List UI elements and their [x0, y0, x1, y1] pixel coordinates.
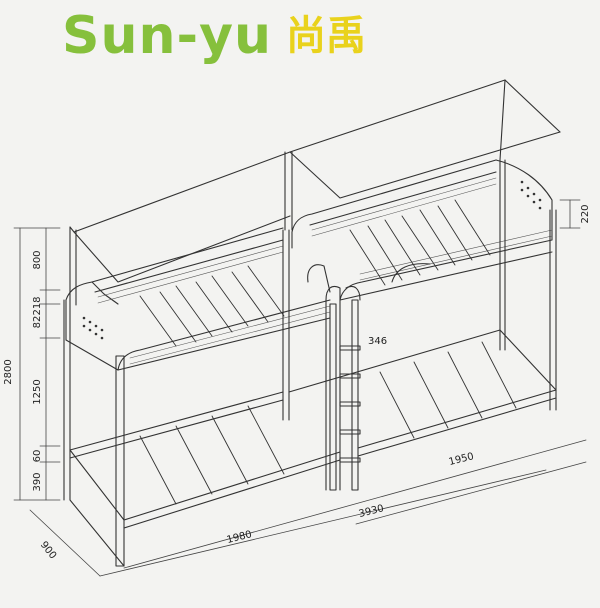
- dim-width: 900: [38, 540, 58, 562]
- dimension-lines: [13, 199, 587, 577]
- dim-mid-height: 1250: [32, 379, 43, 404]
- dim-total-height: 2800: [3, 359, 14, 384]
- dim-gap-small: 82: [32, 316, 43, 329]
- brand-chinese-name: 尚禹: [286, 13, 366, 59]
- brand-logo: Sun-yu 尚禹: [62, 4, 366, 68]
- canopy-frame: [69, 79, 561, 306]
- dim-length-left: 1980: [226, 529, 253, 546]
- dim-length-right: 1950: [448, 451, 475, 468]
- dim-lower-rail: 60: [32, 450, 43, 463]
- dim-base-height: 390: [32, 472, 43, 491]
- dim-top-rail-right: 220: [580, 204, 591, 223]
- posts: [63, 159, 557, 567]
- dim-gap-small-2: 218: [32, 296, 43, 315]
- ladder: [325, 285, 361, 491]
- brand-name: Sun-yu: [62, 6, 272, 66]
- dim-ladder-pitch: 346: [368, 336, 387, 347]
- lower-bunk: [69, 329, 557, 567]
- upper-bunk-left: [65, 227, 331, 371]
- dim-upper-rail: 800: [32, 250, 43, 269]
- upper-bunk-right: [291, 159, 553, 301]
